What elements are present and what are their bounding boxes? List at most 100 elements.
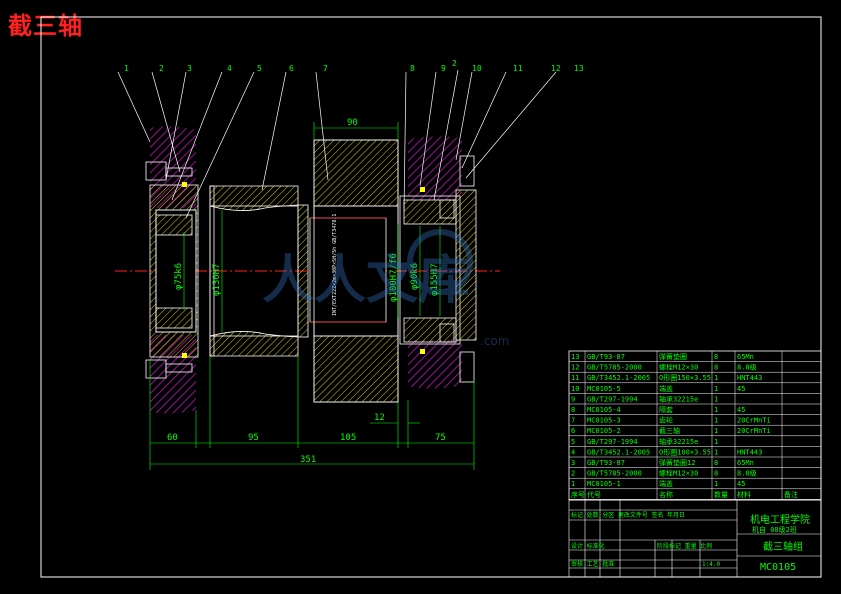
bom-cell-no: 7 <box>571 417 575 425</box>
bom-cell-no: 序号 <box>571 490 585 499</box>
bom-cell-mat: 65Mn <box>737 459 754 467</box>
dim-dia-100: φ100H7/f6 <box>389 253 399 302</box>
part-label: 7 <box>323 64 328 73</box>
part-label: 6 <box>289 64 294 73</box>
marker-square <box>420 187 425 192</box>
bom-cell-no: 12 <box>571 364 579 372</box>
bom-cell-name: 螺栓M12×30 <box>659 363 698 372</box>
bom-cell-qty: 1 <box>714 417 718 425</box>
tb-drawing-number: MC0105 <box>760 562 796 573</box>
bom-cell-name: 端盖 <box>659 479 673 488</box>
bom-cell-name: O形圈150×3.55 <box>659 374 711 382</box>
bom-cell-name: 螺栓M12×30 <box>659 469 698 478</box>
part-label: 2 <box>452 59 457 68</box>
marker-square <box>182 182 187 187</box>
dim-95: 95 <box>248 433 259 443</box>
right-bearing <box>399 155 477 383</box>
bom-cell-name: 端盖 <box>659 384 673 393</box>
part-label: 9 <box>441 64 446 73</box>
part-label: 3 <box>187 64 192 73</box>
bom-cell-qty: 1 <box>714 385 718 393</box>
part-label: 2 <box>159 64 164 73</box>
dimension-texts: 90 12 60 95 105 75 351 φ75k6 φ130H7 φ100… <box>167 118 446 465</box>
bom-cell-qty: 1 <box>714 448 718 456</box>
tb-subtitle: 机自 08级2班 <box>752 525 797 534</box>
dim-dia-130: φ130H7 <box>212 263 222 296</box>
part-labels: 1 2 3 4 5 6 7 8 9 2 10 11 12 13 <box>124 59 584 73</box>
bom-cell-qty: 1 <box>714 406 718 414</box>
bom-cell-mat: 8.8级 <box>737 469 757 478</box>
bom-cell-code: GB/T5785-2000 <box>587 364 642 372</box>
part-label: 5 <box>257 64 262 73</box>
watermark-text: 人人文库 <box>262 251 470 311</box>
bom-cell-no: 5 <box>571 438 575 446</box>
bom-cell-no: 8 <box>571 406 575 414</box>
bom-cell-qty: 1 <box>714 438 718 446</box>
bom-cell-name: O形圈100×3.55 <box>659 448 711 456</box>
tb-row1: 标记 处数 分区 更改文件号 签名 年月日 <box>571 511 685 519</box>
part-label: 10 <box>472 64 482 73</box>
bom-cell-name: 隔套 <box>659 405 673 414</box>
bom-cell-code: GB/T3452.1-2005 <box>587 374 650 382</box>
bom-cell-qty: 1 <box>714 374 718 382</box>
bom-cell-mat: 8.8级 <box>737 363 757 372</box>
title-block-main: 机电工程学院 机自 08级2班 截三轴组 MC0105 <box>750 513 810 573</box>
dimension-lines <box>149 122 475 470</box>
bom-cell-qty: 数量 <box>714 490 728 499</box>
dim-60: 60 <box>167 433 178 443</box>
bom-cell-note: 备注 <box>784 490 798 499</box>
gear <box>309 139 399 403</box>
bom-cell-code: GB/T5785-2000 <box>587 470 642 478</box>
watermark: 人人文库 .com <box>262 229 509 348</box>
bom-cell-no: 11 <box>571 374 579 382</box>
tb-school: 机电工程学院 <box>750 513 810 526</box>
bom-cell-mat: 65Mn <box>737 353 754 361</box>
bom-cell-mat: 20CrMnTi <box>737 427 771 435</box>
bom-cell-name: 名称 <box>659 490 673 499</box>
part-label: 11 <box>513 64 523 73</box>
bom-cell-code: GB/T93-87 <box>587 459 625 467</box>
bom-cell-no: 1 <box>571 480 575 488</box>
left-end-cap <box>145 161 199 379</box>
bom-cell-qty: 8 <box>714 353 718 361</box>
bom-cell-qty: 1 <box>714 395 718 403</box>
dim-dia-75: φ75k6 <box>174 263 184 290</box>
part-label: 4 <box>227 64 232 73</box>
marker-square <box>182 353 187 358</box>
bom-cell-mat: 45 <box>737 385 745 393</box>
bom-cell-code: GB/T297-1994 <box>587 395 638 403</box>
title-block <box>568 499 822 578</box>
bom-cell-mat: HNT443 <box>737 374 762 382</box>
bom-cell-code: MC0105-3 <box>587 417 621 425</box>
tb-row3: 设计 标准化 <box>571 542 605 550</box>
bom-cell-code: 代号 <box>587 490 601 499</box>
bom-cell-code: MC0105-1 <box>587 480 621 488</box>
marker-square <box>420 349 425 354</box>
bom-cell-name: 轴承32215e <box>659 394 698 403</box>
bom-cell-no: 13 <box>571 353 579 361</box>
shaft <box>209 185 309 357</box>
leader-lines <box>117 69 557 219</box>
bom-cell-qty: 1 <box>714 480 718 488</box>
dim-dia-90: φ90k6 <box>410 263 420 290</box>
bom-cell-no: 4 <box>571 448 575 456</box>
bom-cell-code: GB/T93-87 <box>587 353 625 361</box>
title-block-texts: 标记 处数 分区 更改文件号 签名 年月日 阶段标记 重量 比例 设计 标准化 … <box>571 511 720 568</box>
tb-drawing-name: 截三轴组 <box>763 540 803 553</box>
watermark-sub: .com <box>480 334 509 348</box>
bom-cell-name: 齿轮 <box>659 416 673 425</box>
tb-row2: 阶段标记 重量 比例 <box>657 542 712 550</box>
bom-cell-name: 弹簧垫圈 <box>659 352 687 361</box>
bom-cell-no: 10 <box>571 385 579 393</box>
part-label: 12 <box>551 64 561 73</box>
bom-cell-name: 弹簧垫圈12 <box>659 458 695 467</box>
bom-cell-mat: 20CrMnTi <box>737 417 771 425</box>
dim-105: 105 <box>340 433 356 443</box>
bom-cell-name: 轴承32215e <box>659 437 698 446</box>
part-label: 13 <box>574 64 584 73</box>
bom-cell-mat: 材料 <box>737 490 751 499</box>
bom-cell-mat: 45 <box>737 480 745 488</box>
bom-cell-code: MC0105-5 <box>587 385 621 393</box>
